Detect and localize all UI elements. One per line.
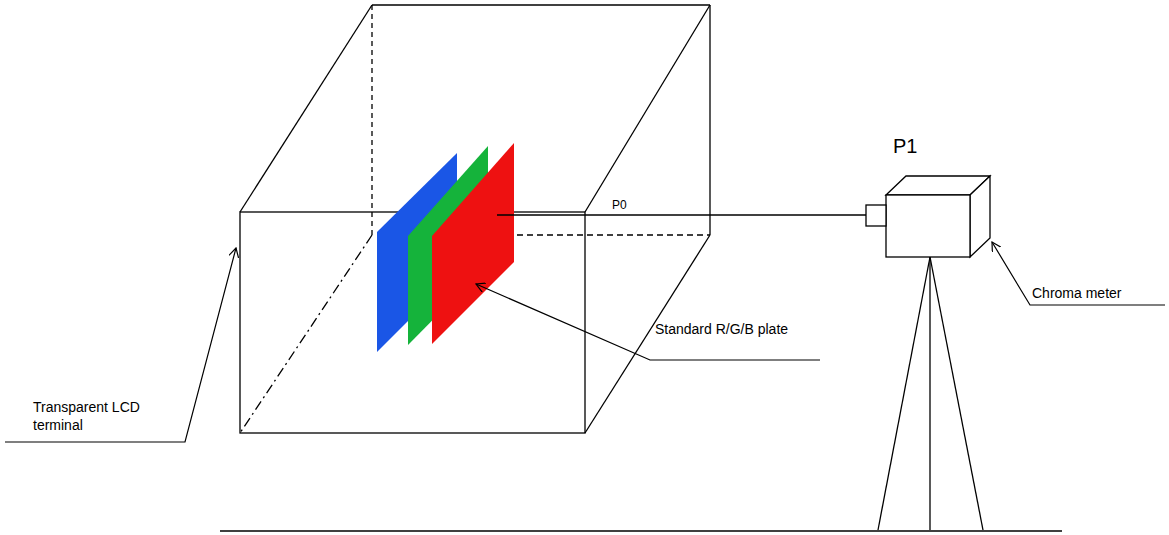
leader-lines <box>5 242 1165 442</box>
part-name: Transparent LCD terminal <box>33 398 173 434</box>
ground-line <box>220 530 1062 531</box>
part-name: Standard R/G/B plate <box>655 320 805 338</box>
chroma-meter <box>866 176 990 257</box>
lcd-terminal-box <box>240 5 710 433</box>
tripod <box>878 257 983 530</box>
callout-p1: P1 <box>893 134 953 159</box>
optical-axis <box>497 214 866 215</box>
part-name: Chroma meter <box>1032 284 1162 302</box>
callout-p0: P0 <box>612 198 652 213</box>
rgb-plates <box>377 143 514 352</box>
red-plate <box>432 143 514 344</box>
